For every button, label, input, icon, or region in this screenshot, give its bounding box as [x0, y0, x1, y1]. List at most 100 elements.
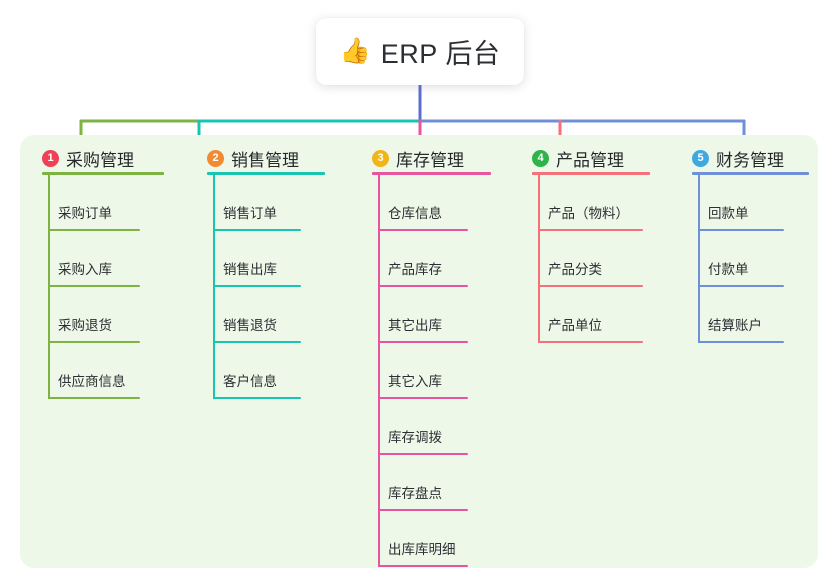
module-item[interactable]: 采购入库 [20, 231, 185, 287]
module-item-underline [538, 285, 643, 287]
module-badge-1: 1 [42, 150, 59, 167]
module-item[interactable]: 产品分类 [510, 231, 670, 287]
module-column-1: 1 采购管理采购订单采购入库采购退货供应商信息 [20, 135, 185, 568]
module-item[interactable]: 销售出库 [185, 231, 350, 287]
module-header-underline-1 [42, 172, 164, 175]
thumbs-up-icon: 👍 [339, 37, 371, 65]
module-item[interactable]: 采购退货 [20, 287, 185, 343]
module-items-4: 产品（物料） 产品分类产品单位 [510, 175, 670, 343]
module-header-underline-2 [207, 172, 325, 175]
module-item-label: 库存盘点 [388, 486, 442, 501]
module-header-underline-5 [692, 172, 809, 175]
module-item-underline [378, 341, 468, 343]
module-item-underline [213, 397, 301, 399]
module-item-underline [378, 509, 468, 511]
module-items-2: 销售订单销售出库销售退货客户信息 [185, 175, 350, 399]
module-item-label: 结算账户 [708, 318, 762, 333]
module-column-3: 3 库存管理仓库信息产品库存其它出库其它入库库存调拨库存盘点出库库明细 [350, 135, 510, 568]
module-items-1: 采购订单采购入库采购退货供应商信息 [20, 175, 185, 399]
module-badge-5: 5 [692, 150, 709, 167]
module-item-label: 回款单 [708, 206, 749, 221]
module-spine-4 [538, 175, 540, 343]
module-item-underline [378, 397, 468, 399]
module-item-underline [698, 285, 784, 287]
module-item-label: 产品分类 [548, 262, 602, 277]
module-item[interactable]: 付款单 [670, 231, 818, 287]
module-item[interactable]: 客户信息 [185, 343, 350, 399]
module-item-label: 销售出库 [223, 262, 277, 277]
module-items-5: 回款单付款单结算账户 [670, 175, 818, 343]
module-item[interactable]: 产品单位 [510, 287, 670, 343]
module-item-underline [538, 341, 643, 343]
module-item-underline [378, 453, 468, 455]
module-item-label: 采购入库 [58, 262, 112, 277]
module-header-underline-4 [532, 172, 650, 175]
module-item-underline [48, 341, 140, 343]
module-header-underline-3 [372, 172, 491, 175]
module-item[interactable]: 产品库存 [350, 231, 510, 287]
module-item[interactable]: 采购订单 [20, 175, 185, 231]
root-node-erp-backend[interactable]: 👍 ERP 后台 [316, 18, 524, 85]
module-item[interactable]: 销售订单 [185, 175, 350, 231]
module-item-label: 其它出库 [388, 318, 442, 333]
module-column-5: 5 财务管理回款单付款单结算账户 [670, 135, 818, 568]
module-spine-5 [698, 175, 700, 343]
module-item-label: 产品单位 [548, 318, 602, 333]
module-item-underline [213, 285, 301, 287]
module-item-label: 出库库明细 [388, 542, 456, 557]
modules-panel [20, 135, 818, 568]
module-badge-2: 2 [207, 150, 224, 167]
module-header-1[interactable]: 1 采购管理 [42, 146, 134, 171]
module-column-4: 4 产品管理产品（物料） 产品分类产品单位 [510, 135, 670, 568]
module-item[interactable]: 库存盘点 [350, 455, 510, 511]
module-header-5[interactable]: 5 财务管理 [692, 146, 784, 171]
module-item-underline [213, 341, 301, 343]
module-item-underline [378, 229, 468, 231]
module-item-label: 仓库信息 [388, 206, 442, 221]
module-item-label: 产品（物料） [548, 206, 629, 221]
module-item[interactable]: 结算账户 [670, 287, 818, 343]
module-item-label: 客户信息 [223, 374, 277, 389]
module-header-4[interactable]: 4 产品管理 [532, 146, 624, 171]
module-spine-1 [48, 175, 50, 399]
module-title-5: 财务管理 [716, 151, 784, 170]
module-item-label: 供应商信息 [58, 374, 126, 389]
module-item-label: 销售订单 [223, 206, 277, 221]
module-columns: 1 采购管理采购订单采购入库采购退货供应商信息 2 销售管理销售订单销售出库销售退货客… [20, 135, 818, 568]
module-item-label: 销售退货 [223, 318, 277, 333]
module-item[interactable]: 其它入库 [350, 343, 510, 399]
module-title-2: 销售管理 [231, 151, 299, 170]
module-item-underline [698, 229, 784, 231]
module-item-underline [378, 285, 468, 287]
root-node-title: ERP 后台 [380, 39, 501, 69]
module-item-label: 付款单 [708, 262, 749, 277]
module-title-1: 采购管理 [66, 151, 134, 170]
module-item-label: 库存调拨 [388, 430, 442, 445]
module-item-underline [698, 341, 784, 343]
module-item-label: 产品库存 [388, 262, 442, 277]
module-item[interactable]: 回款单 [670, 175, 818, 231]
module-item[interactable]: 库存调拨 [350, 399, 510, 455]
module-spine-3 [378, 175, 380, 567]
module-item-underline [48, 397, 140, 399]
module-item[interactable]: 其它出库 [350, 287, 510, 343]
module-item-label: 采购订单 [58, 206, 112, 221]
module-badge-3: 3 [372, 150, 389, 167]
module-item[interactable]: 销售退货 [185, 287, 350, 343]
module-header-3[interactable]: 3 库存管理 [372, 146, 464, 171]
module-item[interactable]: 供应商信息 [20, 343, 185, 399]
module-item[interactable]: 仓库信息 [350, 175, 510, 231]
module-title-3: 库存管理 [396, 151, 464, 170]
module-column-2: 2 销售管理销售订单销售出库销售退货客户信息 [185, 135, 350, 568]
module-title-4: 产品管理 [556, 151, 624, 170]
module-item[interactable]: 产品（物料） [510, 175, 670, 231]
module-item-underline [48, 285, 140, 287]
module-items-3: 仓库信息产品库存其它出库其它入库库存调拨库存盘点出库库明细 [350, 175, 510, 567]
module-badge-4: 4 [532, 150, 549, 167]
module-item[interactable]: 出库库明细 [350, 511, 510, 567]
module-item-label: 采购退货 [58, 318, 112, 333]
module-item-label: 其它入库 [388, 374, 442, 389]
module-item-underline [378, 565, 468, 567]
module-header-2[interactable]: 2 销售管理 [207, 146, 299, 171]
